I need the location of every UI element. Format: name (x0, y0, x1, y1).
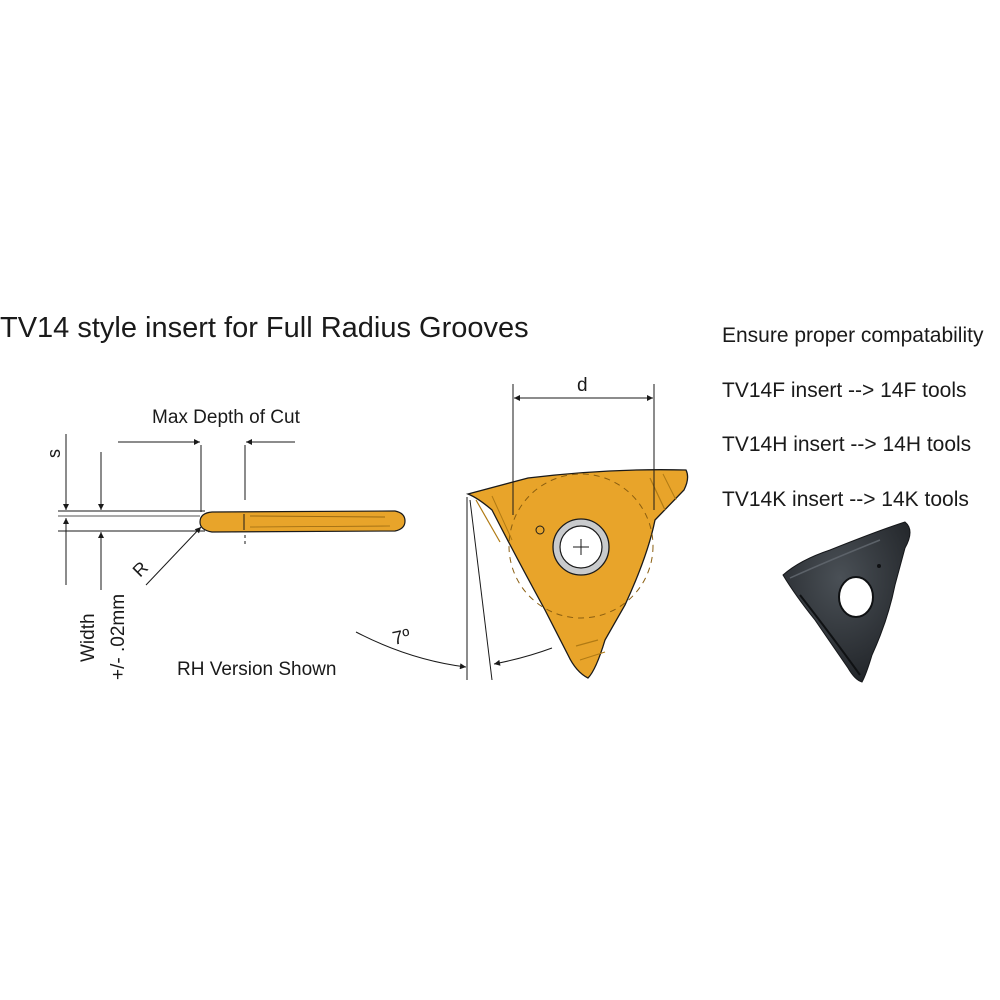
rh-version-caption: RH Version Shown (177, 659, 336, 680)
max-depth-label: Max Depth of Cut (152, 407, 301, 428)
photo-center-hole (838, 576, 874, 618)
d-label: d (577, 375, 588, 396)
s-label: s (44, 449, 64, 458)
width-label: Width (78, 613, 99, 662)
top-view-insert: d 7º (355, 375, 689, 681)
tolerance-label: +/- .02mm (108, 594, 129, 680)
page-title: TV14 style insert for Full Radius Groove… (0, 312, 529, 344)
pin-hole (535, 525, 545, 535)
side-view-insert: Max Depth of Cut s Width +/- .02mm R RH … (44, 407, 406, 680)
compatibility-note-k: TV14K insert --> 14K tools (722, 488, 969, 511)
side-view-blade (199, 510, 406, 533)
compatibility-note-f: TV14F insert --> 14F tools (722, 379, 967, 402)
compatibility-heading: Ensure proper compatability (722, 324, 984, 347)
angle-label: 7º (391, 626, 413, 650)
compatibility-note-h: TV14H insert --> 14H tools (722, 433, 972, 456)
radius-label: R (129, 557, 152, 580)
insert-photo (782, 521, 911, 683)
